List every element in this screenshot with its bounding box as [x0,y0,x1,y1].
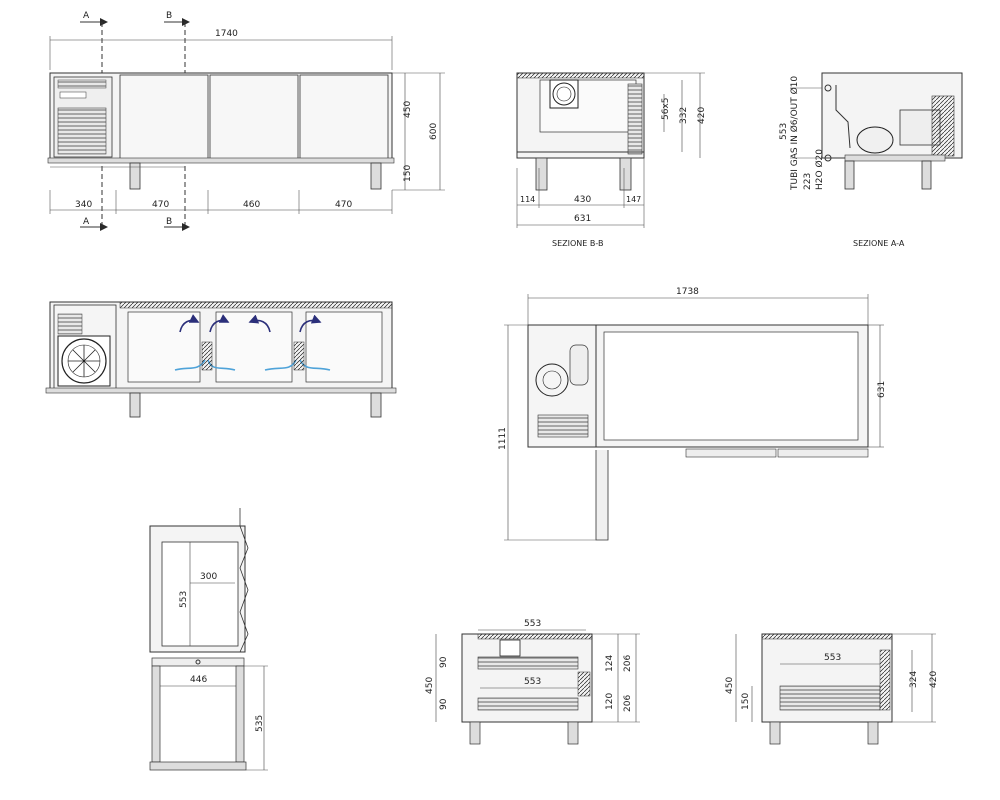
h2o-label: H2O Ø20 [814,149,825,190]
side-leg-2 [235,665,245,763]
dim-label-450-drawer: 450 [425,677,435,694]
section-aa-title: SEZIONE A-A [853,239,905,248]
section-marker-a-bottom: A [80,217,108,231]
airflow-section-view [45,301,397,418]
dim-label-90-a: 90 [439,656,449,668]
dim-label-450: 450 [403,101,413,118]
front-vent-grille [57,107,107,155]
compressor [856,126,894,154]
section-marker-a-top: A [80,11,108,26]
dim-label-470-a: 470 [152,200,169,210]
dim-label-631-plan: 631 [877,381,887,398]
dim-label-1111: 1111 [498,427,508,450]
drawer-front-leg-2 [567,721,579,745]
marker-label-a-bottom: A [83,217,90,227]
dim-label-120: 120 [605,693,615,710]
drawer-fan [499,639,521,657]
dim-label-470-b: 470 [335,200,352,210]
dim-label-535: 535 [255,715,265,732]
airflow-arrow-3 [248,314,271,333]
front-leg-1 [129,162,141,190]
side-section-view: 300 553 446 535 [149,508,268,771]
marker-label-a-top: A [83,11,90,21]
section-bb-leg-1 [535,157,548,191]
airflow-arrow-4 [299,314,322,333]
dim-label-324: 324 [909,671,919,688]
section-marker-b-top: B [164,11,190,26]
dim-label-446: 446 [190,675,207,685]
section-bb-title: SEZIONE B-B [552,239,603,248]
dim-label-450-drawer-side: 450 [725,677,735,694]
drawer-side-leg-2 [867,721,879,745]
dim-label-1738: 1738 [676,287,699,297]
drawer-upper-basket [477,656,579,670]
dim-label-600: 600 [429,123,439,140]
drawer-side-leg-1 [769,721,781,745]
dim-label-114: 114 [520,195,535,204]
dim-label-460: 460 [243,200,260,210]
dim-label-206-b: 206 [623,695,633,712]
drawer-side-basket [779,685,881,711]
front-door-1 [119,74,209,161]
front-door-3 [299,74,389,161]
dim-label-124: 124 [605,655,615,672]
dim-label-332: 332 [679,107,689,124]
section-bb-leg-2 [619,157,632,191]
airflow-arrow-1 [179,314,200,333]
front-door-2 [209,74,299,161]
section-marker-b-bottom: B [164,217,190,231]
dim-label-300: 300 [200,572,217,582]
section-aa-leg-2 [921,160,932,190]
dim-label-1740: 1740 [215,29,238,39]
drawer-front-leg-1 [469,721,481,745]
dim-label-553-drawer-mid: 553 [524,677,541,687]
airflow-leg-2 [370,392,382,418]
dim-label-150: 150 [403,165,413,182]
dim-label-147: 147 [626,195,641,204]
dim-label-340: 340 [75,200,92,210]
dim-label-90-b: 90 [439,698,449,710]
front-leg-2 [370,162,382,190]
drawer-lower-basket [477,697,579,711]
plan-fan [535,363,569,397]
section-aa-view: 553 TUBI GAS IN Ø6/OUT Ø10 223 H2O Ø20 S… [779,72,963,248]
plan-view: 1738 631 1111 [498,287,887,541]
airflow-leg-1 [129,392,141,418]
side-section-cavity [161,541,239,647]
dim-label-420: 420 [697,107,707,124]
plan-door-swing [595,450,609,541]
dim-label-56x5: 56x5 [661,97,671,120]
airflow-arrow-2 [209,314,230,333]
condenser [931,95,955,157]
control-display [59,91,87,99]
dim-label-150-drawer-side: 150 [741,693,751,710]
dim-label-206-a: 206 [623,655,633,672]
drawer-front-view: 553 553 450 90 90 124 206 120 206 [425,619,640,745]
marker-label-b-top: B [166,11,172,21]
gas-pipes-label: TUBI GAS IN Ø6/OUT Ø10 [789,76,800,191]
dim-label-553-drawer-top: 553 [524,619,541,629]
dim-label-553-drawer-side: 553 [824,653,841,663]
marker-label-b-bottom: B [166,217,172,227]
side-leg-1 [151,665,161,763]
dim-label-223: 223 [803,173,813,190]
dim-label-553-aa: 553 [779,123,789,140]
evaporator-fan [549,79,579,109]
section-aa-leg-1 [844,160,855,190]
dim-label-553-side: 553 [179,591,189,608]
dim-label-420-drawer-side: 420 [929,671,939,688]
drawer-side-view: 553 450 150 324 420 [725,633,939,745]
front-view: A B 1740 450 150 600 [47,11,445,231]
dim-label-631-bb: 631 [574,214,591,224]
section-bb-view: 56x5 332 420 114 430 147 631 SEZIONE B-B [516,72,707,248]
dim-label-430: 430 [574,195,591,205]
